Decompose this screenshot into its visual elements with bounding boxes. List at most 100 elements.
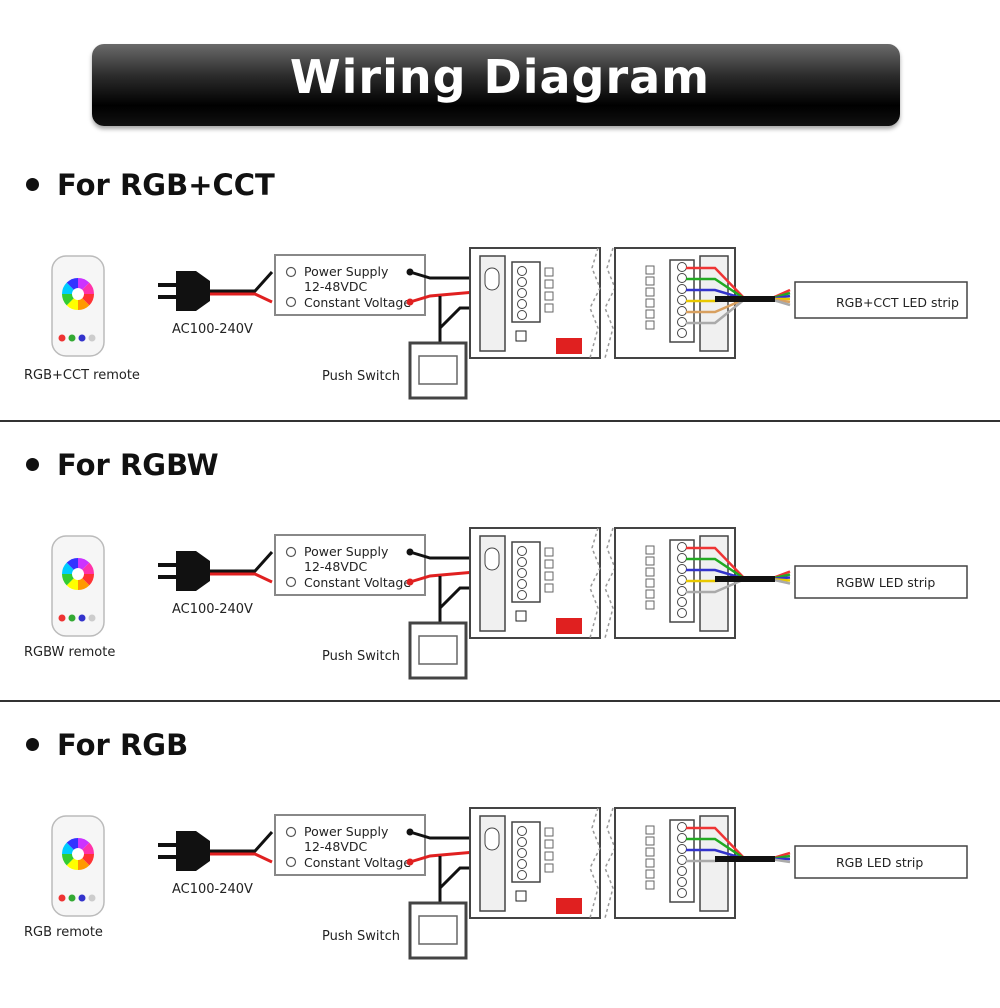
indicator-icon: [544, 279, 554, 289]
section-heading: For RGBW: [26, 448, 219, 482]
ac-plug-icon: [158, 271, 210, 311]
terminal-screw-icon: [677, 575, 687, 585]
indicator-icon: [544, 571, 554, 581]
terminal-screw-icon: [677, 262, 687, 272]
terminal-screw-icon: [677, 866, 687, 876]
remote-label: RGB remote: [24, 925, 103, 940]
channel-indicator-icon: [645, 869, 655, 879]
channel-indicator-icon: [645, 578, 655, 588]
plug-prong: [158, 843, 178, 847]
terminal-screw-icon: [677, 542, 687, 552]
power-supply-label: Power Supply: [304, 264, 389, 279]
power-supply-box: [274, 814, 426, 876]
channel-indicator-icon: [645, 847, 655, 857]
terminal-screw-icon: [677, 877, 687, 887]
channel-indicator-icon: [645, 880, 655, 890]
title-banner: [92, 44, 900, 126]
ac-wire-black: [210, 830, 274, 853]
controller-slot: [484, 827, 500, 851]
ac-voltage-label: AC100-240V: [172, 882, 253, 897]
channel-indicator-icon: [645, 600, 655, 610]
terminal-screw-icon: [285, 826, 297, 838]
channel-indicator-icon: [645, 556, 655, 566]
push-switch-button: [418, 915, 458, 945]
controller-handle: [699, 535, 729, 632]
remote-button: [78, 334, 86, 342]
remote-control-icon: [51, 255, 105, 357]
terminal-screw-icon: [517, 837, 527, 847]
power-supply-type: Constant Voltage: [304, 855, 411, 870]
terminal-screw-icon: [677, 586, 687, 596]
remote-button: [58, 894, 66, 902]
terminal-screw-icon: [677, 553, 687, 563]
push-switch-button: [418, 355, 458, 385]
channel-indicator-icon: [645, 298, 655, 308]
remote-button: [58, 334, 66, 342]
terminal-screw-icon: [517, 288, 527, 298]
terminal-screw-icon: [517, 870, 527, 880]
plug-body: [176, 271, 210, 311]
terminal-screw-icon: [677, 855, 687, 865]
terminal-screw-icon: [677, 317, 687, 327]
output-cable: [715, 576, 775, 582]
output-cable: [715, 856, 775, 862]
terminal-screw-icon: [677, 273, 687, 283]
led-strip-icon: [794, 281, 968, 319]
power-supply-type: Constant Voltage: [304, 295, 411, 310]
bullet-icon: [26, 457, 39, 471]
section-heading: For RGB+CCT: [26, 168, 275, 202]
channel-indicator-icon: [645, 265, 655, 275]
section-divider: [0, 700, 1000, 702]
terminal-screw-icon: [285, 266, 297, 278]
remote-button: [78, 894, 86, 902]
terminal-screw-icon: [517, 590, 527, 600]
section-heading-text: For RGB: [57, 728, 189, 762]
channel-indicator-icon: [645, 276, 655, 286]
indicator-icon: [544, 851, 554, 861]
section-divider: [0, 420, 1000, 422]
indicator-icon: [544, 559, 554, 569]
qr-icon: [515, 610, 527, 622]
remote-control-icon: [51, 815, 105, 917]
power-supply-voltage: 12-48VDC: [304, 279, 367, 294]
terminal-screw-icon: [285, 856, 297, 868]
page-title: Wiring Diagram: [289, 50, 711, 104]
terminal-screw-icon: [677, 564, 687, 574]
channel-indicator-icon: [645, 858, 655, 868]
terminal-screw-icon: [517, 277, 527, 287]
remote-control-icon: [51, 535, 105, 637]
qr-icon: [515, 890, 527, 902]
power-supply-label: Power Supply: [304, 544, 389, 559]
remote-button: [68, 614, 76, 622]
indicator-icon: [544, 583, 554, 593]
plug-prong: [158, 563, 178, 567]
led-strip-label: RGB LED strip: [836, 855, 923, 870]
indicator-icon: [544, 839, 554, 849]
controller-handle: [699, 255, 729, 352]
section-heading: For RGB: [26, 728, 188, 762]
dip-switch-icon: [556, 898, 582, 914]
power-supply-box: [274, 254, 426, 316]
remote-button: [68, 334, 76, 342]
controller-slot: [484, 547, 500, 571]
channel-indicator-icon: [645, 287, 655, 297]
terminal-screw-icon: [517, 266, 527, 276]
remote-label: RGBW remote: [24, 645, 116, 660]
ac-wire-red: [210, 292, 273, 304]
plug-body: [176, 551, 210, 591]
indicator-icon: [544, 863, 554, 873]
terminal-screw-icon: [517, 568, 527, 578]
controller-slot: [484, 267, 500, 291]
bullet-icon: [26, 177, 39, 191]
terminal-screw-icon: [285, 546, 297, 558]
section-heading-text: For RGBW: [57, 448, 219, 482]
output-cable: [715, 296, 775, 302]
terminal-screw-icon: [517, 848, 527, 858]
terminal-screw-icon: [517, 299, 527, 309]
dip-switch-icon: [556, 618, 582, 634]
section-heading-text: For RGB+CCT: [57, 168, 275, 202]
push-switch-label: Push Switch: [322, 929, 400, 944]
remote-button: [58, 614, 66, 622]
